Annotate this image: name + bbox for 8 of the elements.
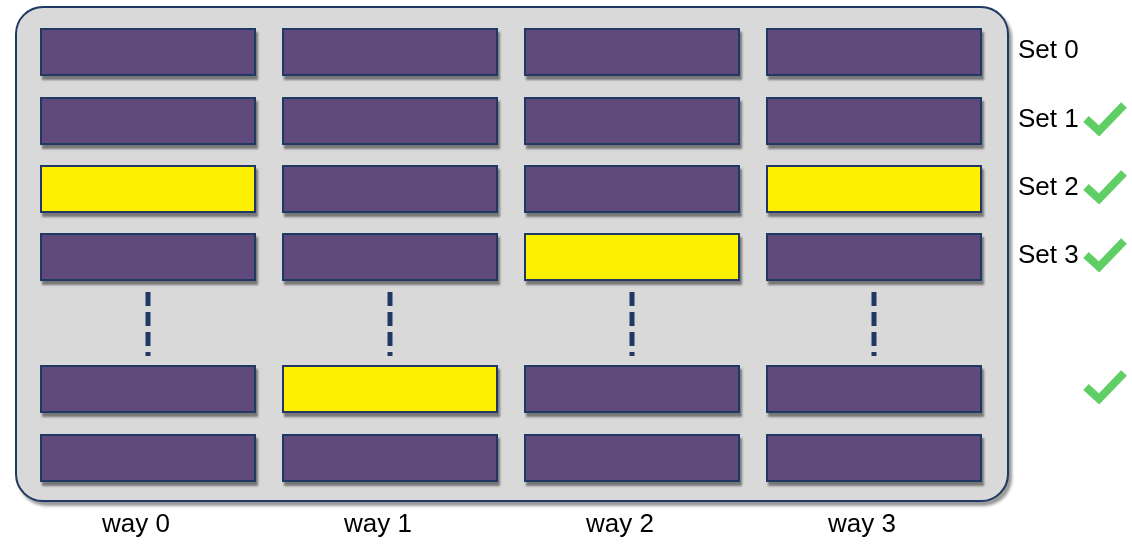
set-label: Set 1 — [1018, 103, 1079, 134]
way-label: way 3 — [828, 508, 896, 539]
way-label: way 0 — [102, 508, 170, 539]
set-label: Set 3 — [1018, 239, 1079, 270]
way-label: way 1 — [344, 508, 412, 539]
set-label: Set 2 — [1018, 171, 1079, 202]
way-label: way 2 — [586, 508, 654, 539]
set-label: Set 0 — [1018, 34, 1079, 65]
